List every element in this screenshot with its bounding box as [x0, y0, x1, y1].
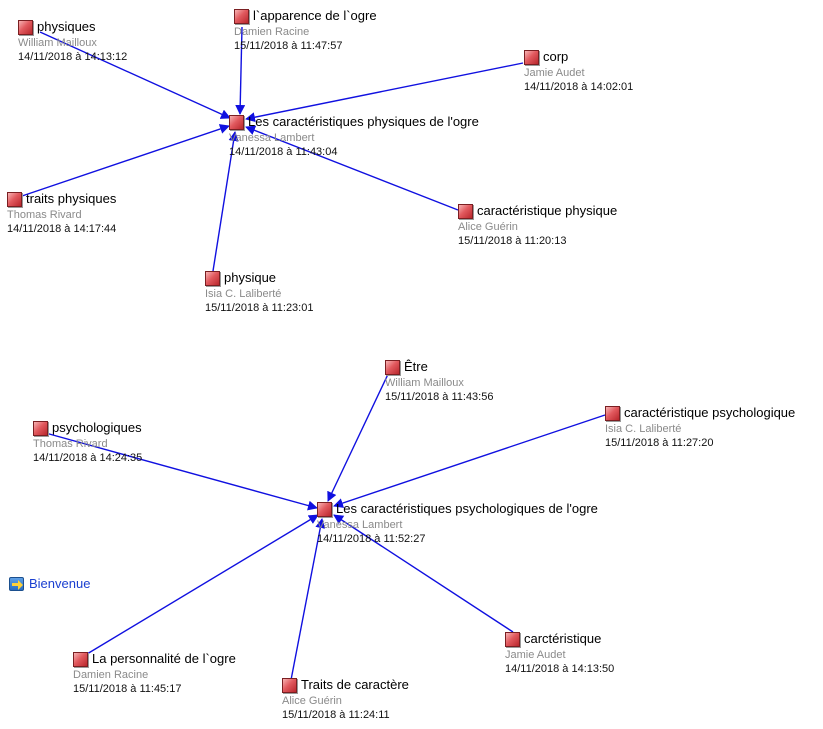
node-date: 14/11/2018 à 14:24:35 [33, 452, 143, 464]
node-date: 14/11/2018 à 14:02:01 [524, 81, 634, 93]
node-title: Les caractéristiques physiques de l'ogre [248, 114, 479, 129]
node-title: caractéristique physique [477, 203, 618, 218]
node-date: 14/11/2018 à 14:17:44 [7, 223, 117, 235]
node-author: William Mailloux [385, 377, 464, 389]
bienvenue-link[interactable]: Bienvenue [9, 576, 90, 591]
node-title: Traits de caractère [301, 677, 409, 692]
node-square-icon [73, 652, 88, 667]
node-date: 15/11/2018 à 11:20:13 [458, 235, 567, 247]
node-title: physiques [37, 19, 96, 34]
node-square-icon [505, 632, 520, 647]
node-title: caractéristique psychologique [624, 405, 796, 420]
node-square-icon [458, 204, 473, 219]
node-square-icon [18, 20, 33, 35]
node-date: 15/11/2018 à 11:24:11 [282, 709, 390, 721]
edge-personnalite [81, 514, 319, 658]
node-date: 15/11/2018 à 11:47:57 [234, 40, 343, 52]
node-author: Isia C. Laliberté [205, 288, 282, 300]
node-title: corp [543, 49, 569, 64]
node-title: psychologiques [52, 420, 142, 435]
node-author: William Mailloux [18, 37, 97, 49]
node-title: La personnalité de l`ogre [92, 651, 236, 666]
node-square-icon [33, 421, 48, 436]
arrow-right-icon [9, 576, 24, 591]
node-author: Isia C. Laliberté [605, 423, 682, 435]
node-square-icon [385, 360, 400, 375]
node-date: 14/11/2018 à 14:13:50 [505, 663, 615, 675]
node-square-icon [282, 678, 297, 693]
node-title: l`apparence de l`ogre [253, 8, 377, 23]
node-title: Être [404, 359, 428, 374]
node-square-icon [229, 115, 244, 130]
node-title: carctéristique [524, 631, 602, 646]
node-square-icon [234, 9, 249, 24]
node-title: Les caractéristiques psychologiques de l… [336, 501, 598, 516]
node-author: Vanessa Lambert [229, 132, 315, 144]
edge-corp [245, 62, 524, 123]
node-author: Damien Racine [73, 669, 149, 681]
node-author: Damien Racine [234, 26, 310, 38]
node-author: Jamie Audet [524, 67, 585, 79]
node-title: traits physiques [26, 191, 117, 206]
node-date: 15/11/2018 à 11:45:17 [73, 683, 182, 695]
node-author: Vanessa Lambert [317, 519, 403, 531]
node-date: 15/11/2018 à 11:43:56 [385, 391, 494, 403]
node-square-icon [7, 192, 22, 207]
node-date: 14/11/2018 à 14:13:12 [18, 51, 128, 63]
node-author: Alice Guérin [458, 221, 518, 233]
node-title: physique [224, 270, 277, 285]
edge-caracteristique-psychologique [333, 414, 606, 508]
node-square-icon [605, 406, 620, 421]
edge-etre [327, 369, 391, 502]
node-square-icon [524, 50, 539, 65]
node-date: 15/11/2018 à 11:23:01 [205, 302, 314, 314]
node-author: Alice Guérin [282, 695, 342, 707]
node-square-icon [317, 502, 332, 517]
node-author: Thomas Rivard [7, 209, 82, 221]
node-square-icon [205, 271, 220, 286]
node-author: Thomas Rivard [33, 438, 108, 450]
node-date: 15/11/2018 à 11:27:20 [605, 437, 714, 449]
node-date: 14/11/2018 à 11:43:04 [229, 146, 338, 158]
edge-traits-physiques [21, 124, 230, 197]
bienvenue-label: Bienvenue [29, 576, 91, 591]
node-author: Jamie Audet [505, 649, 566, 661]
node-date: 14/11/2018 à 11:52:27 [317, 533, 426, 545]
